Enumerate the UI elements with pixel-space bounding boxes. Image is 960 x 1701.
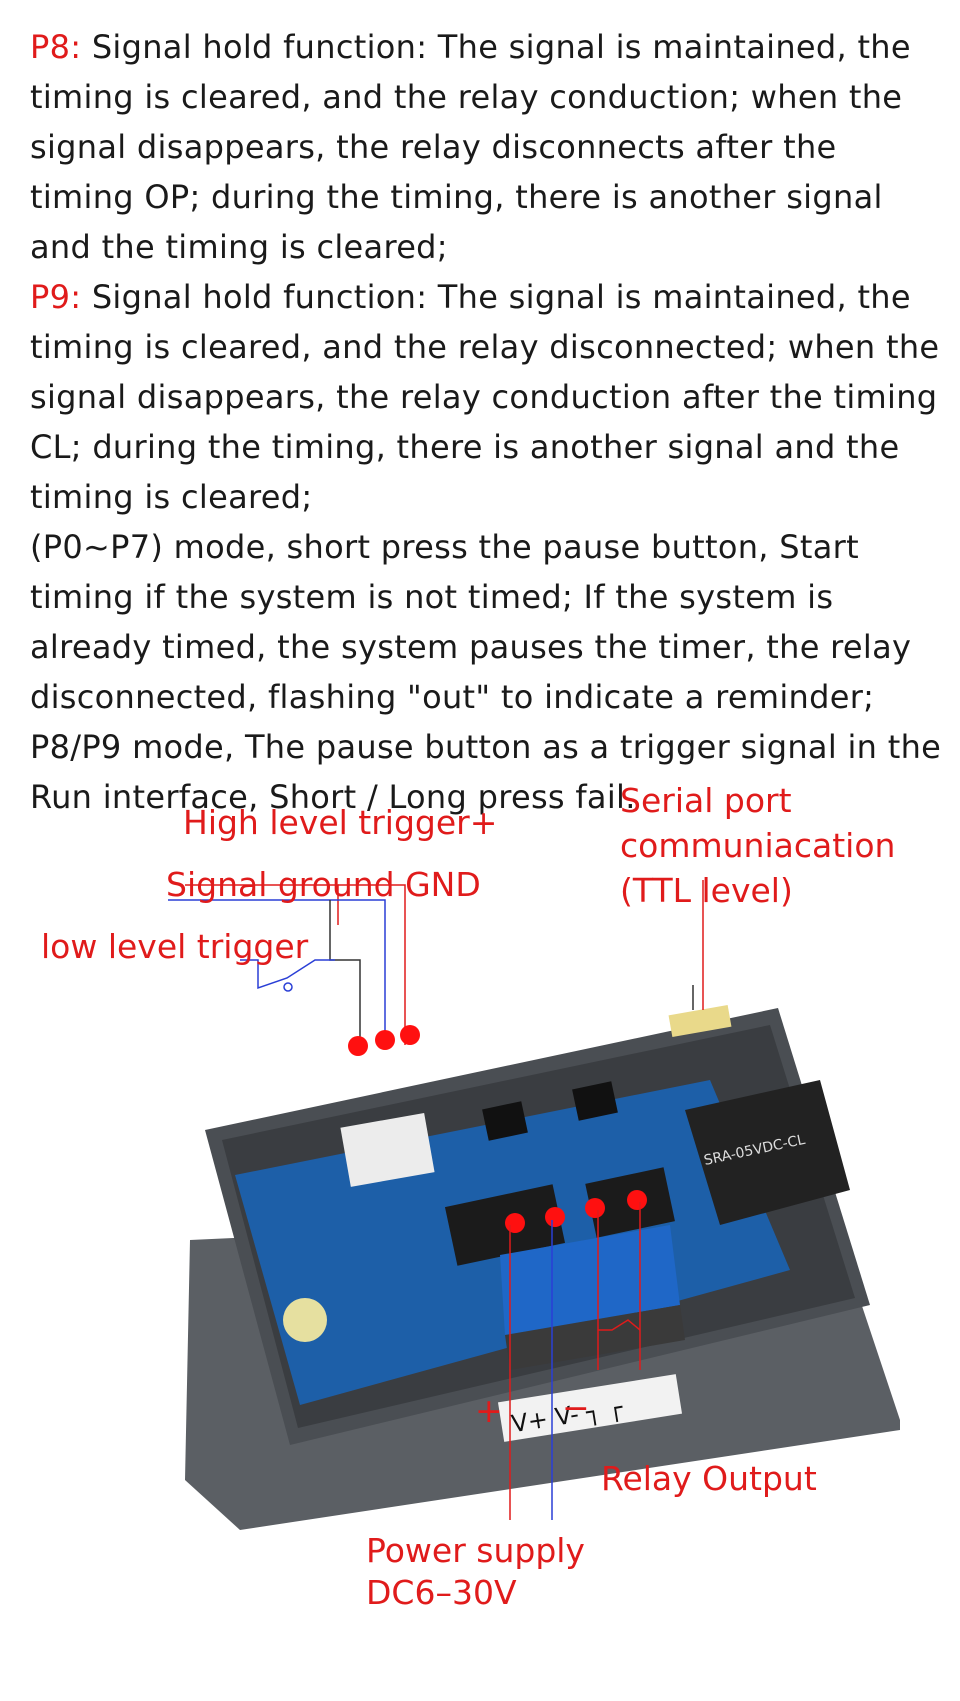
switch-contact bbox=[283, 982, 293, 992]
relay-body bbox=[685, 1080, 850, 1225]
optocoupler-2 bbox=[572, 1081, 618, 1121]
plus-label: + bbox=[475, 1391, 503, 1430]
paragraph-body: Signal hold function: The signal is main… bbox=[30, 28, 911, 266]
term-vminus-dot bbox=[545, 1207, 565, 1227]
main-chip bbox=[444, 1184, 566, 1266]
capacitor bbox=[283, 1298, 327, 1342]
high-level-trigger-label: High level trigger+ bbox=[183, 803, 498, 842]
term-relay1-dot bbox=[585, 1198, 605, 1218]
terminal-block bbox=[500, 1225, 680, 1335]
relay-switch bbox=[598, 1319, 641, 1331]
pin-gnd-dot bbox=[375, 1030, 395, 1050]
low-level-trigger-label: low level trigger bbox=[41, 927, 309, 966]
paragraph-body: Signal hold function: The signal is main… bbox=[30, 278, 940, 516]
gnd-wire bbox=[168, 899, 386, 1045]
optocoupler-1 bbox=[482, 1101, 528, 1141]
low-switch bbox=[240, 959, 335, 990]
high-wire bbox=[338, 884, 406, 1045]
term-vplus-dot bbox=[505, 1213, 525, 1233]
terminal-label-strip bbox=[497, 1374, 683, 1442]
paragraph-body: (P0~P7) mode, short press the pause butt… bbox=[30, 528, 912, 716]
mode-key: P8: bbox=[30, 28, 82, 66]
description-text: P8: Signal hold function: The signal is … bbox=[30, 22, 950, 822]
mode-key: P9: bbox=[30, 278, 82, 316]
pin-high-dot bbox=[400, 1025, 420, 1045]
paragraph-body: P8/P9 mode, The pause button as a trigge… bbox=[30, 728, 942, 816]
relay-output-label: Relay Output bbox=[601, 1459, 817, 1498]
paragraph-p8-p9: P8/P9 mode, The pause button as a trigge… bbox=[30, 722, 950, 822]
pin-low-dot bbox=[348, 1036, 368, 1056]
wiring-figure: SRA-05VDC-CL V+ V- ┐ ┌ bbox=[0, 781, 960, 1701]
ttl-header bbox=[668, 1004, 732, 1038]
signal-ground-label: Signal ground GND bbox=[166, 865, 481, 904]
low-wire bbox=[329, 900, 361, 1045]
module-illustration: SRA-05VDC-CL V+ V- ┐ ┌ bbox=[168, 880, 900, 1530]
minus-label: − bbox=[562, 1388, 590, 1427]
paragraph-p0-p7: (P0~P7) mode, short press the pause butt… bbox=[30, 522, 950, 722]
signal-connector bbox=[340, 1112, 435, 1187]
power-supply-label: Power supply DC6–30V bbox=[366, 1531, 585, 1612]
paragraph-p9: P9: Signal hold function: The signal is … bbox=[30, 272, 950, 522]
paragraph-p8: P8: Signal hold function: The signal is … bbox=[30, 22, 950, 272]
term-relay2-dot bbox=[627, 1190, 647, 1210]
serial-port-label: Serial port communiacation (TTL level) bbox=[620, 781, 896, 910]
